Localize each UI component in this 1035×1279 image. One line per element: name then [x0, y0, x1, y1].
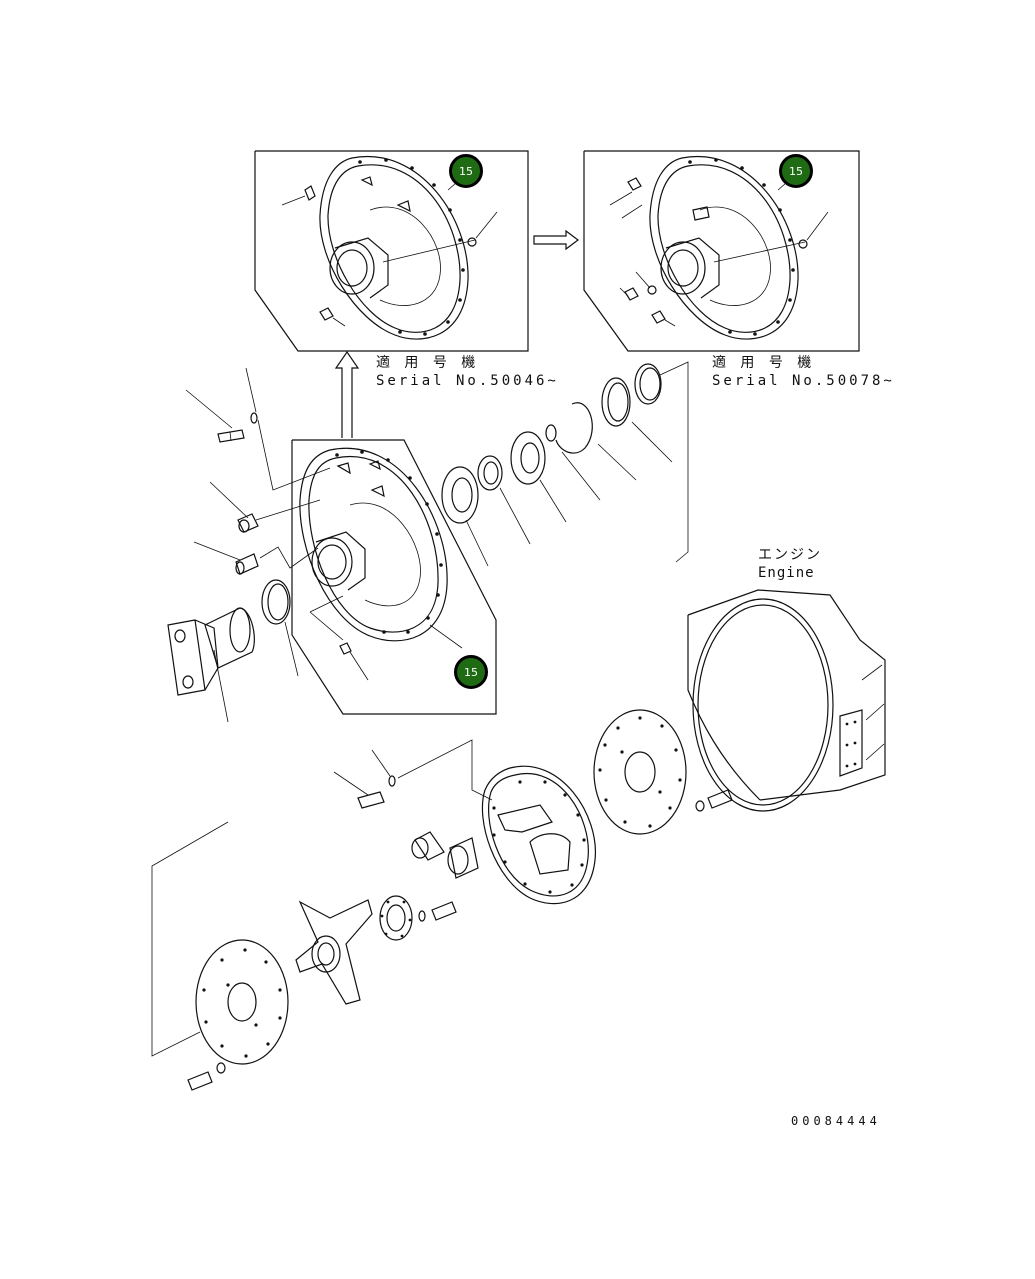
engine-label-en: Engine [758, 565, 815, 581]
engine-label-jp: エンジン [758, 547, 822, 563]
coupling-housing [481, 765, 596, 905]
main-housing-assembly [291, 439, 497, 715]
inset-right-housing [583, 150, 860, 352]
flex-plate-engine [593, 709, 733, 835]
inset-left-housing [254, 150, 529, 352]
bushing-pair [411, 831, 479, 879]
oil-seal-ring [261, 579, 299, 677]
variant-right-serial: Serial No.50078~ [712, 373, 895, 389]
callout-15-left-inset[interactable]: 15 [449, 154, 483, 188]
output-shaft-yoke [167, 607, 255, 723]
bearing-parts-chain [441, 361, 689, 567]
bolt-washer-set-upper [185, 367, 331, 491]
engine-housing [687, 589, 886, 812]
callout-15-main[interactable]: 15 [454, 655, 488, 689]
arrow-up-icon [334, 350, 360, 438]
bolt-washer-set-lower [333, 739, 493, 809]
flex-plate-lower [151, 821, 289, 1091]
drawing-number: 00084444 [791, 1114, 881, 1128]
arrow-right-icon [533, 229, 579, 251]
pin-part [193, 541, 319, 575]
variant-left-serial: Serial No.50046~ [376, 373, 559, 389]
variant-left-title: 適 用 号 機 [376, 355, 479, 371]
plug-part [209, 481, 321, 533]
callout-15-right-inset[interactable]: 15 [779, 154, 813, 188]
variant-right-title: 適 用 号 機 [712, 355, 815, 371]
spider-coupling [295, 899, 373, 1005]
retainer-flange [379, 895, 457, 941]
